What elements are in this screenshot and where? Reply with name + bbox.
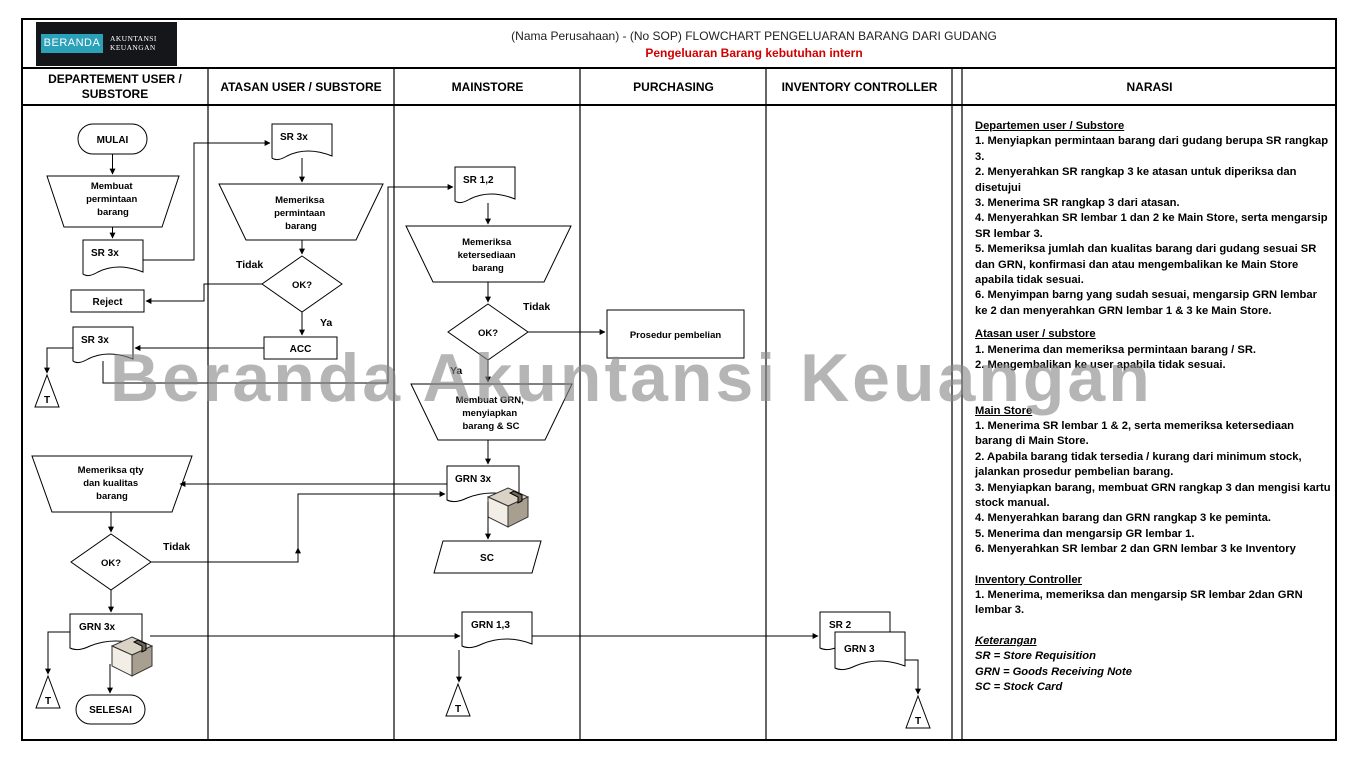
- archive-label: T: [44, 395, 50, 406]
- narasi-inventory-1: 1. Menerima, memeriksa dan mengarsip SR …: [975, 588, 1331, 619]
- decision-ok-user-label: OK?: [101, 558, 121, 569]
- legend-grn: GRN = Goods Receiving Note: [975, 665, 1331, 680]
- archive-label-2: T: [45, 696, 51, 707]
- legend-sr: SR = Store Requisition: [975, 649, 1331, 664]
- narasi-user-4: 4. Menyerahkan SR lembar 1 dan 2 ke Main…: [975, 211, 1331, 242]
- start-label: MULAI: [97, 135, 129, 146]
- narasi-user-1: 1. Menyiapkan permintaan barang dari gud…: [975, 134, 1331, 165]
- doc-sr-3x-user-label: SR 3x: [91, 248, 119, 259]
- narasi-mainstore-4: 4. Menyerahkan barang dan GRN rangkap 3 …: [975, 511, 1331, 526]
- narasi-inventory-title: Inventory Controller: [975, 573, 1331, 588]
- narasi-mainstore-3: 3. Menyiapkan barang, membuat GRN rangka…: [975, 481, 1331, 512]
- narasi-mainstore-5: 5. Menerima dan mengarsip GR lembar 1.: [975, 527, 1331, 542]
- branch-yes-atasan: Ya: [320, 317, 332, 329]
- doc-grn-3-label: GRN 3: [844, 644, 875, 655]
- doc-sr-3x-returned-label: SR 3x: [81, 335, 109, 346]
- legend-sc: SC = Stock Card: [975, 680, 1331, 695]
- branch-no-mainstore: Tidak: [523, 301, 550, 313]
- archive-label-4: T: [915, 716, 921, 727]
- doc-grn-1-3-label: GRN 1,3: [471, 620, 510, 631]
- watermark: Beranda Akuntansi Keuangan: [110, 339, 1153, 417]
- goods-box-icon: [112, 637, 152, 676]
- reject-label: Reject: [92, 297, 123, 308]
- legend-title: Keterangan: [975, 634, 1331, 649]
- decision-ok-mainstore-label: OK?: [478, 328, 498, 339]
- narasi-user-title: Departemen user / Substore: [975, 119, 1331, 134]
- doc-sr-1-2-label: SR 1,2: [463, 175, 494, 186]
- narasi-mainstore-2: 2. Apabila barang tidak tersedia / kuran…: [975, 450, 1331, 481]
- stock-card-label: SC: [480, 553, 494, 564]
- doc-sr-2-label: SR 2: [829, 620, 852, 631]
- narasi-mainstore-6: 6. Menyerahkan SR lembar 2 dan GRN lemba…: [975, 542, 1331, 557]
- goods-box-icon-mainstore: [488, 488, 528, 527]
- branch-no-atasan: Tidak: [236, 259, 263, 271]
- branch-no-user: Tidak: [163, 541, 190, 553]
- doc-grn-3x-user-label: GRN 3x: [79, 622, 116, 633]
- narasi-user-6: 6. Menyimpan barng yang sudah sesuai, me…: [975, 288, 1331, 319]
- archive-label-3: T: [455, 704, 461, 715]
- doc-sr-3x-atasan-label: SR 3x: [280, 132, 308, 143]
- narasi-user-3: 3. Menerima SR rangkap 3 dari atasan.: [975, 196, 1331, 211]
- end-label: SELESAI: [89, 705, 132, 716]
- narasi-mainstore-1: 1. Menerima SR lembar 1 & 2, serta memer…: [975, 419, 1331, 450]
- doc-grn-3x-mainstore-label: GRN 3x: [455, 474, 492, 485]
- decision-ok-atasan-label: OK?: [292, 280, 312, 291]
- narasi-user-5: 5. Memeriksa jumlah dan kualitas barang …: [975, 242, 1331, 288]
- narasi-user-2: 2. Menyerahkan SR rangkap 3 ke atasan un…: [975, 165, 1331, 196]
